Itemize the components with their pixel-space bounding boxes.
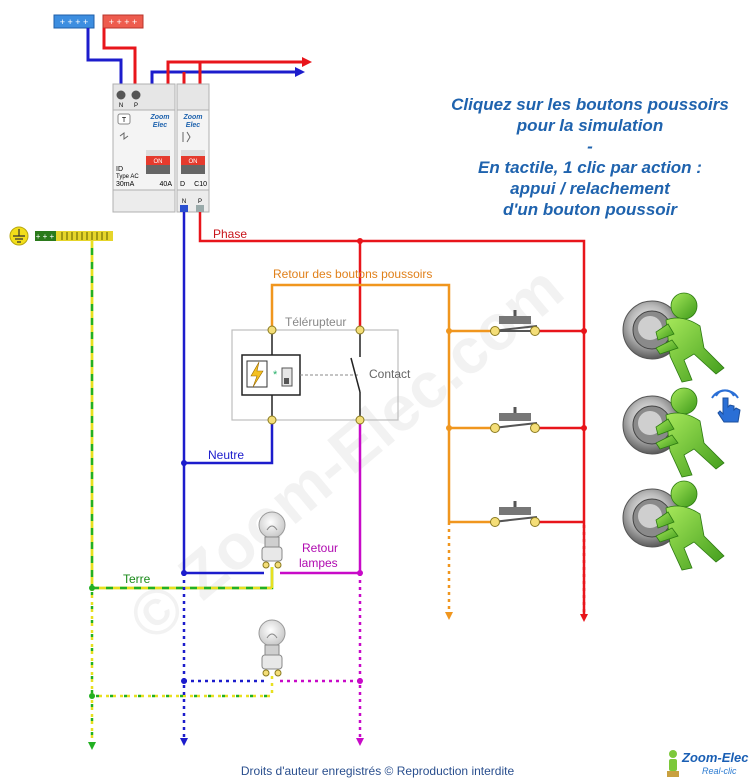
svg-text:N: N (119, 103, 123, 109)
supply-wires (86, 28, 302, 86)
light-bulb-icon (258, 511, 286, 569)
neutral-wire (182, 212, 274, 740)
logo-text: Zoom-Elec (682, 750, 749, 765)
earth-wire (90, 241, 274, 745)
push-button-symbol (490, 501, 540, 527)
instructions: Cliquez sur les boutons poussoirs pour l… (420, 94, 755, 220)
svg-text:P: P (198, 199, 202, 205)
instruction-line: d'un bouton poussoir (502, 200, 677, 219)
arrow-icon (445, 612, 453, 620)
push-button-figure-icon (655, 480, 725, 571)
svg-text:C10: C10 (194, 181, 207, 188)
hand-cursor-icon (711, 389, 741, 423)
arrow-icon (302, 57, 312, 67)
differential-breaker: N P T Zoom Elec ON ID Type AC 30mA 40A (112, 83, 176, 213)
lamp-return-label-1: Retour (302, 541, 338, 555)
arrow-icon (295, 67, 305, 77)
instruction-line: pour la simulation (516, 116, 664, 135)
logo-figure-icon (667, 750, 679, 777)
phase-busbar: + + + + (102, 14, 144, 29)
svg-text:T: T (122, 117, 127, 124)
phase-label: Phase (213, 227, 247, 241)
push-button-1[interactable] (622, 292, 725, 383)
svg-text:+ + + +: + + + + (109, 17, 138, 27)
neutral-label: Neutre (208, 448, 244, 462)
instruction-line: appui / relachement (510, 179, 670, 198)
circuit-breaker-c10: Zoom Elec ON D C10 N P (176, 83, 210, 213)
earth-label: Terre (123, 572, 151, 586)
svg-text:+ + +: + + + (36, 232, 55, 241)
lightning-icon (250, 361, 264, 388)
telerupteur: * (231, 325, 399, 425)
instruction-line: - (587, 137, 593, 156)
svg-text:+ + + +: + + + + (60, 17, 89, 27)
neutral-busbar: + + + + (53, 14, 95, 29)
svg-text:Zoom: Zoom (182, 114, 202, 121)
push-button-symbol (490, 407, 540, 433)
push-button-symbol (490, 310, 540, 336)
svg-text:ON: ON (189, 159, 198, 165)
svg-text:Type AC: Type AC (116, 174, 139, 180)
earth-terminal-bar: + + + (35, 231, 113, 241)
earth-symbol-icon (9, 226, 29, 246)
svg-text:ID: ID (116, 166, 123, 173)
arrow-icon (180, 738, 188, 746)
push-button-figure-icon (655, 292, 725, 383)
copyright-footer: Droits d'auteur enregistrés © Reproducti… (240, 764, 515, 778)
svg-text:ON: ON (154, 159, 163, 165)
svg-text:30mA: 30mA (116, 181, 135, 188)
svg-text:40A: 40A (160, 181, 173, 188)
logo-subtext: Real-clic (702, 766, 737, 776)
lamp-return-label-2: lampes (299, 556, 338, 570)
arrow-icon (356, 738, 364, 746)
telerupteur-label: Télérupteur (285, 315, 346, 329)
svg-text:Elec: Elec (186, 122, 201, 129)
contact-label: Contact (369, 367, 411, 381)
push-button-2[interactable] (622, 387, 725, 478)
button-return-label: Retour des boutons poussoirs (273, 267, 432, 281)
svg-text:*: * (273, 369, 278, 381)
svg-text:Elec: Elec (153, 122, 168, 129)
light-bulb-icon (258, 619, 286, 677)
zoom-elec-logo: Zoom-Elec Real-clic (667, 748, 750, 780)
arrow-icon (88, 742, 96, 750)
instruction-line: Cliquez sur les boutons poussoirs (451, 95, 729, 114)
button-return-wire (270, 283, 495, 612)
svg-text:N: N (182, 199, 186, 205)
svg-text:D: D (180, 181, 185, 188)
push-button-figure-icon (655, 387, 725, 478)
instruction-line: En tactile, 1 clic par action : (478, 158, 702, 177)
svg-text:P: P (134, 103, 138, 109)
svg-text:Zoom: Zoom (149, 114, 169, 121)
push-button-3[interactable] (622, 480, 725, 571)
arrow-icon (580, 614, 588, 622)
